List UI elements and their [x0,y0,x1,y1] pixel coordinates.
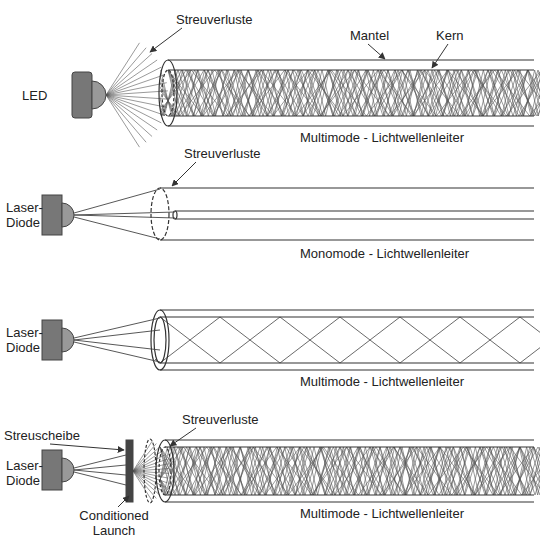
light-ray [106,95,152,136]
light-ray [168,70,540,116]
light-ray [160,70,540,116]
source-label: LED [22,88,47,103]
light-ray [106,67,161,95]
diffuser-label: Streuscheibe [4,428,80,443]
light-ray [160,447,540,495]
light-ray [160,447,540,495]
source-label: Laser- Diode [6,325,50,355]
light-ray [133,464,168,471]
launch-label: Conditioned Launch [74,508,154,538]
light-ray [160,317,540,363]
light-ray [133,455,165,471]
light-ray [160,447,540,495]
light-ray [160,70,540,116]
source-label: Laser- Diode [6,458,50,488]
light-ray [160,447,540,495]
fiber-label: Multimode - Lichtwellenleiter [300,130,464,145]
cladding-label: Mantel [350,28,389,43]
light-ray [168,70,540,116]
light-ray [160,447,540,495]
light-ray [160,447,540,495]
light-ray [106,95,139,147]
light-ray [106,95,161,123]
light-ray [160,447,540,495]
light-ray [133,469,169,471]
light-ray [106,43,139,95]
source-label: Laser- Diode [6,200,50,230]
loss-label: Streuverluste [182,412,259,427]
light-ray [160,447,540,495]
light-ray [160,447,540,495]
light-ray [160,447,540,495]
fiber-label: Multimode - Lichtwellenleiter [300,374,464,389]
light-ray [160,70,540,116]
fiber-label: Monomode - Lichtwellenleiter [300,246,469,261]
light-ray [133,471,152,501]
loss-label: Streuverluste [176,12,253,27]
light-ray [106,54,152,95]
loss-label: Streuverluste [184,146,261,161]
light-ray [106,95,146,142]
fiber-label: Multimode - Lichtwellenleiter [300,506,464,521]
light-ray [155,317,540,363]
light-ray [133,471,156,498]
core-label: Kern [436,28,463,43]
